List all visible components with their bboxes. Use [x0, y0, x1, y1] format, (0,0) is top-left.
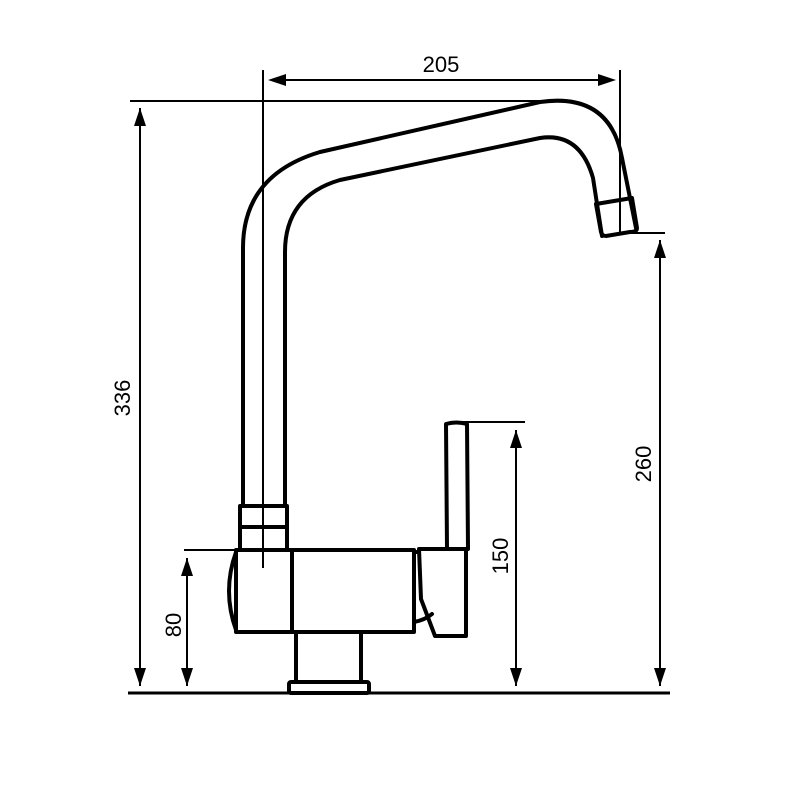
dimension-outlet-height: 260: [631, 240, 666, 686]
faucet-body: [227, 548, 434, 634]
dimension-spout-reach: 205: [268, 52, 616, 86]
base-pedestal: [287, 630, 371, 695]
dimension-label-260: 260: [631, 446, 656, 483]
dimension-lever-height: 150: [488, 430, 522, 686]
lever-handle: [417, 420, 470, 638]
dimension-label-205: 205: [423, 52, 460, 77]
dimension-body-height: 80: [161, 558, 193, 686]
dimension-total-height: 336: [110, 108, 146, 686]
dimension-label-150: 150: [488, 538, 513, 575]
dimension-label-336: 336: [110, 380, 135, 417]
dimension-label-80: 80: [161, 613, 186, 637]
spout: [241, 98, 638, 508]
